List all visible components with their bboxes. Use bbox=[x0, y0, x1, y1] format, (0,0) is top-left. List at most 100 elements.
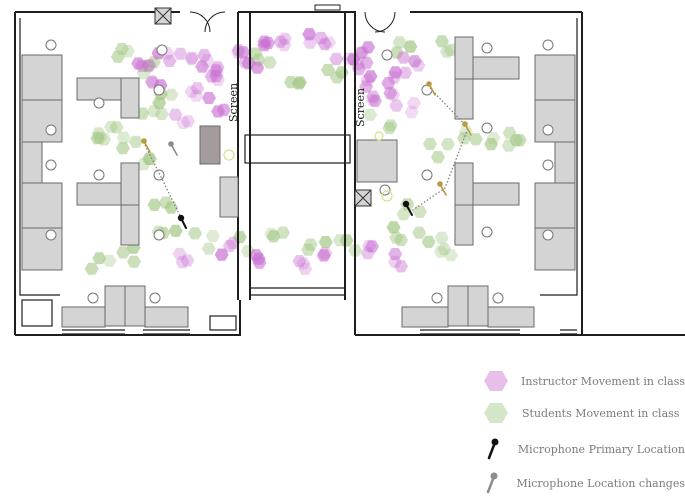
instructor-hexagon bbox=[316, 250, 331, 263]
instructor-hexagon bbox=[411, 59, 426, 72]
student-hexagon bbox=[437, 243, 452, 256]
floor-plan: Screen Screen bbox=[14, 4, 685, 336]
instructor-hexagon bbox=[383, 87, 398, 100]
seat-circle bbox=[45, 159, 57, 171]
instructor-hexagon bbox=[407, 97, 421, 110]
instructor-hexagon bbox=[318, 247, 333, 260]
legend-item-mic-primary: Microphone Primary Location bbox=[476, 434, 685, 464]
student-hexagon bbox=[232, 231, 247, 244]
instructor-hexagon bbox=[173, 47, 188, 60]
vent-top bbox=[154, 7, 172, 25]
seat-circle bbox=[421, 169, 433, 181]
seat-circle bbox=[542, 229, 554, 241]
legend-label: Microphone Primary Location bbox=[517, 442, 685, 456]
instructor-hexagon bbox=[131, 57, 146, 70]
instructor-hexagon bbox=[184, 53, 199, 66]
instructor-hexagon bbox=[162, 54, 177, 67]
instructor-hexagon bbox=[317, 248, 331, 261]
instructor-hexagon bbox=[200, 54, 215, 67]
instructor-hexagon bbox=[222, 239, 237, 252]
instructor-hexagon bbox=[210, 61, 225, 74]
instructor-hexagon bbox=[236, 46, 251, 59]
student-hexagon bbox=[412, 205, 427, 218]
instructor-hexagon bbox=[176, 116, 191, 129]
student-hexagon bbox=[154, 108, 169, 121]
student-hexagon bbox=[158, 196, 173, 209]
instructor-hexagon bbox=[277, 32, 292, 45]
instructor-hexagon bbox=[273, 35, 288, 48]
seat-circle bbox=[481, 42, 493, 54]
student-hexagon bbox=[292, 77, 306, 90]
student-hexagon bbox=[421, 235, 436, 248]
student-hexagon bbox=[164, 88, 179, 101]
instructor-hexagon bbox=[303, 36, 317, 49]
instructor-hexagon bbox=[185, 51, 199, 64]
instructor-hexagon bbox=[210, 73, 225, 86]
seat-circle bbox=[379, 184, 391, 196]
seat-circle bbox=[381, 49, 393, 61]
instructor-hexagon bbox=[322, 36, 336, 49]
student-hexagon bbox=[458, 125, 473, 138]
screen-label-left: Screen bbox=[227, 83, 240, 122]
instructor-hexagon bbox=[209, 63, 223, 76]
student-hexagon bbox=[110, 50, 125, 63]
instructor-hexagon bbox=[360, 247, 375, 260]
student-hexagon bbox=[141, 152, 156, 165]
instructor-hexagon bbox=[389, 99, 404, 112]
seat-markers bbox=[223, 131, 393, 202]
instructor-hexagon bbox=[142, 59, 157, 72]
instructor-hexagon bbox=[197, 49, 212, 62]
microphone-black-icon bbox=[487, 438, 499, 460]
instructor-hexagon bbox=[404, 106, 419, 119]
student-hexagon bbox=[434, 231, 449, 244]
seat-circle bbox=[149, 292, 161, 304]
student-hexagon bbox=[389, 46, 404, 59]
student-hexagon bbox=[333, 234, 347, 247]
legend-label: Students Movement in class bbox=[522, 406, 680, 420]
student-hexagon bbox=[128, 135, 143, 148]
student-hexagon bbox=[201, 242, 216, 255]
student-hexagon bbox=[301, 243, 316, 256]
instructor-hexagon bbox=[314, 31, 329, 45]
student-hexagon bbox=[394, 234, 408, 247]
instructor-hexagon bbox=[214, 248, 229, 261]
student-hexagon bbox=[396, 208, 411, 221]
seat-circle bbox=[45, 124, 57, 136]
instructor-hexagon bbox=[381, 77, 396, 90]
instructor-movement-layer bbox=[131, 27, 426, 275]
student-hexagon bbox=[276, 226, 290, 239]
instructor-hexagon bbox=[202, 92, 216, 105]
student-hexagon bbox=[136, 158, 151, 171]
seat-circle bbox=[431, 292, 443, 304]
seat-circle bbox=[93, 169, 105, 181]
student-hexagon bbox=[188, 227, 202, 240]
student-hexagon bbox=[264, 227, 279, 240]
student-hexagon bbox=[104, 120, 119, 133]
student-hexagon bbox=[232, 230, 247, 243]
student-hexagon bbox=[468, 133, 483, 146]
microphone-grey-icon bbox=[486, 472, 498, 494]
microphone-path bbox=[144, 87, 469, 223]
student-hexagon bbox=[412, 226, 427, 239]
student-hexagon bbox=[403, 40, 418, 53]
instructor-hexagon bbox=[363, 70, 378, 83]
student-hexagon bbox=[102, 254, 117, 267]
seat-circle bbox=[542, 159, 554, 171]
instructor-hexagon bbox=[292, 255, 307, 268]
seat-circle bbox=[542, 39, 554, 51]
microphone-change-icon bbox=[168, 141, 178, 156]
instructor-hexagon bbox=[366, 90, 381, 103]
instructor-hexagon bbox=[184, 85, 199, 98]
student-hexagon bbox=[444, 249, 458, 262]
instructor-hexagon bbox=[302, 28, 317, 41]
student-hexagon bbox=[109, 121, 124, 134]
instructor-hexagon bbox=[216, 103, 231, 116]
instructor-hexagon bbox=[296, 257, 311, 270]
student-hexagon bbox=[423, 137, 437, 150]
student-hexagon bbox=[339, 234, 354, 247]
student-hexagon bbox=[386, 221, 401, 234]
instructor-hexagon bbox=[317, 38, 332, 51]
instructor-hexagon bbox=[368, 94, 383, 107]
instructor-hexagon bbox=[180, 254, 195, 267]
seat-circle bbox=[45, 39, 57, 51]
